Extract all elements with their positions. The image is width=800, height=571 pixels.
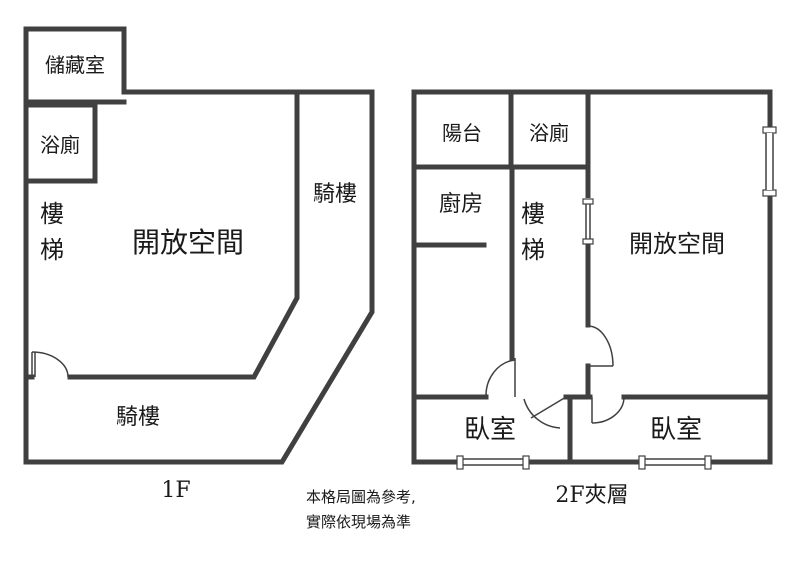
note-line-2: 實際依現場為準: [306, 513, 411, 531]
window-bottom-left: [456, 455, 530, 470]
room-label-storage-1f: 儲藏室: [45, 53, 105, 77]
floor-2f-outer-wall: [411, 89, 773, 465]
door-bedroom-right: [591, 396, 625, 424]
disclaimer-note: 本格局圖為參考, 實際依現場為準: [306, 488, 416, 531]
room-label-arcade-1f-side: 騎樓: [313, 182, 357, 207]
window-right-wall: [762, 126, 777, 197]
door-bedroom-left: [485, 358, 516, 398]
arcade-1f-inner-wall: [67, 91, 300, 380]
room-label-bedroom-2f-right: 臥室: [650, 415, 702, 445]
room-label-stairs-1f-top: 樓: [40, 200, 64, 228]
room-label-balcony-2f: 陽台: [442, 121, 482, 145]
room-label-arcade-1f-bottom: 騎樓: [116, 405, 160, 430]
bathroom-1f-wall: [23, 102, 98, 184]
door-stair-bedroom: [523, 396, 567, 429]
room-label-kitchen-2f: 廚房: [439, 192, 483, 217]
floor-1f-label: 1F: [161, 478, 190, 503]
note-line-1: 本格局圖為參考,: [306, 488, 416, 506]
floor-1f: 儲藏室 浴廁 樓 梯 開放空間 騎樓 騎樓 1F: [23, 26, 375, 503]
door-open-space-2f: [587, 325, 614, 367]
room-label-stairs-2f-top: 樓: [521, 200, 545, 228]
room-label-stairs-1f-bottom: 梯: [40, 236, 64, 264]
door-1f-arcade: [31, 351, 69, 378]
opening-main-wall: [582, 198, 594, 245]
room-label-open-space-1f: 開放空間: [132, 226, 244, 259]
room-label-bedroom-2f-left: 臥室: [464, 415, 516, 445]
window-bottom-right: [638, 455, 712, 470]
floor-2f-label: 2F夾層: [555, 483, 628, 508]
room-label-open-space-2f: 開放空間: [629, 230, 725, 258]
room-label-bathroom-2f: 浴廁: [529, 121, 569, 145]
floor-1f-outer-wall: [23, 26, 375, 465]
floor-2f: 陽台 浴廁 廚房 樓 梯 開放空間 臥室 臥室 2F夾層: [411, 89, 777, 508]
room-label-bathroom-1f: 浴廁: [40, 133, 80, 157]
room-label-stairs-2f-bottom: 梯: [521, 236, 545, 264]
